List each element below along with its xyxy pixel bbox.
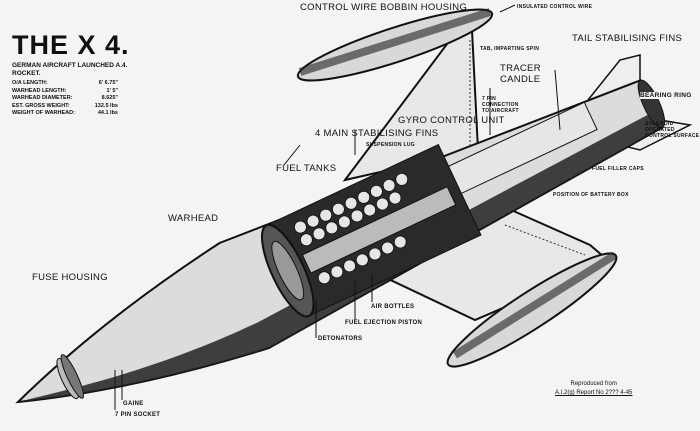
label-gyro-unit: GYRO CONTROL UNIT bbox=[398, 115, 505, 126]
spec-row: WEIGHT OF WARHEAD:44.1 lbs bbox=[12, 110, 118, 116]
label-gaine: GAINE bbox=[123, 401, 144, 407]
diagram-subtitle: GERMAN AIRCRAFT LAUNCHED A.4. ROCKET. bbox=[12, 62, 128, 77]
label-control-surface: SOLENOID OPERATED CONTROL SURFACE bbox=[645, 121, 700, 139]
label-fuel-tanks: FUEL TANKS bbox=[276, 163, 337, 174]
label-suspension-lug: SUSPENSION LUG bbox=[366, 142, 415, 148]
spec-row: WARHEAD LENGTH:1' 5" bbox=[12, 87, 118, 94]
label-fuse-housing: FUSE HOUSING bbox=[32, 272, 108, 283]
label-warhead: WARHEAD bbox=[168, 213, 219, 224]
label-air-bottles: AIR BOTTLES bbox=[371, 304, 415, 310]
reproduction-credit: Reproduced from A.I.2(g) Report No 2??? … bbox=[555, 380, 632, 398]
label-tail-fins: TAIL STABILISING FINS bbox=[572, 33, 683, 44]
label-spin-tab: TAB, IMPARTING SPIN bbox=[480, 46, 540, 52]
label-detonators: DETONATORS bbox=[318, 336, 363, 342]
spec-row: WARHEAD DIAMETER:8.625" bbox=[12, 95, 118, 101]
label-ejection-piston: FUEL EJECTION PISTON bbox=[345, 320, 423, 326]
label-control-wire: INSULATED CONTROL WIRE bbox=[517, 4, 593, 10]
label-pin-socket: 7 PIN SOCKET bbox=[115, 412, 161, 418]
credit-reference: A.I.2(g) Report No 2??? 4-45 bbox=[555, 390, 633, 396]
specifications-table: O/A LENGTH:6' 6.75" WARHEAD LENGTH:1' 5"… bbox=[12, 80, 118, 118]
label-filler-caps: FUEL FILLER CAPS bbox=[592, 166, 644, 172]
label-pin-connection: 7 PIN CONNECTION TO AIRCRAFT bbox=[482, 96, 519, 114]
label-bearing-ring: BEARING RING bbox=[640, 92, 692, 99]
spec-row: EST. GROSS WEIGHT:132.5 lbs bbox=[12, 102, 118, 109]
diagram-title: THE X 4. bbox=[12, 30, 130, 60]
label-bobbin-housing: CONTROL WIRE BOBBIN HOUSING bbox=[300, 2, 468, 13]
spec-row: O/A LENGTH:6' 6.75" bbox=[12, 80, 118, 86]
credit-line: Reproduced from bbox=[570, 381, 617, 387]
label-tracer-candle: TRACER CANDLE bbox=[500, 63, 541, 85]
label-battery-box: POSITION OF BATTERY BOX bbox=[553, 192, 629, 198]
label-main-fins: 4 MAIN STABILISING FINS bbox=[315, 128, 439, 139]
